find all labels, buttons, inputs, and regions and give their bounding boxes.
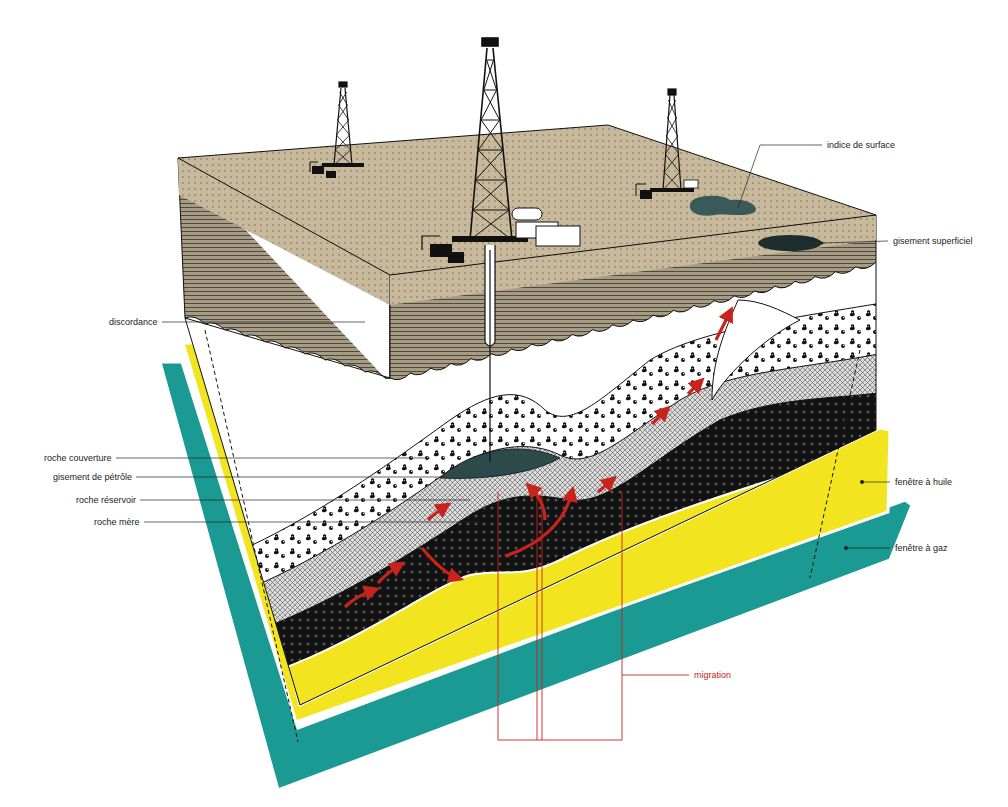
drawing-part bbox=[422, 548, 458, 578]
drawing-part bbox=[844, 546, 848, 550]
surface-seep bbox=[690, 196, 756, 216]
drill-pipe bbox=[485, 245, 495, 462]
callout-label: roche couverture bbox=[44, 453, 112, 464]
callout-label: roche réservoir bbox=[76, 495, 136, 506]
drawing-part bbox=[512, 208, 542, 220]
drawing-part bbox=[470, 48, 512, 240]
drawing-part bbox=[822, 241, 888, 243]
drawing-part bbox=[650, 188, 694, 192]
drawing-part bbox=[668, 89, 676, 95]
surface-slab bbox=[178, 125, 876, 380]
drawing-part bbox=[530, 487, 545, 520]
cap-rock bbox=[150, 300, 900, 800]
callout-label: roche mère bbox=[94, 517, 140, 528]
drawing-part bbox=[652, 410, 666, 424]
drawing-part bbox=[312, 166, 324, 174]
left-derrick bbox=[310, 82, 364, 178]
drawing-part bbox=[505, 492, 572, 556]
drawing-part bbox=[640, 190, 652, 199]
drawing-part bbox=[862, 482, 890, 483]
drawing-part bbox=[473, 60, 509, 210]
drawing-part bbox=[846, 548, 890, 549]
drawing-part bbox=[636, 184, 646, 196]
drawing-part bbox=[664, 100, 681, 190]
drawing-part bbox=[684, 180, 698, 188]
drawing-part bbox=[688, 382, 700, 394]
drawing-part bbox=[144, 522, 480, 523]
drawing-part bbox=[598, 480, 612, 492]
drawing-part bbox=[860, 480, 864, 484]
callout-label: migration bbox=[694, 670, 731, 681]
oil-window-top bbox=[150, 440, 900, 800]
callout-label: fenêtre à gaz bbox=[895, 543, 948, 554]
migration-arrows bbox=[345, 312, 730, 607]
drawing-part bbox=[140, 500, 470, 501]
drawing-part bbox=[334, 88, 352, 165]
drawing-part bbox=[473, 60, 512, 240]
drawing-part bbox=[489, 250, 490, 462]
callout-label: gisement de pétrôle bbox=[53, 472, 132, 483]
drawing-part bbox=[345, 590, 374, 607]
drawing-part bbox=[470, 60, 509, 240]
reservoir-rock bbox=[150, 350, 900, 800]
drawing-part bbox=[422, 236, 440, 250]
drawing-part bbox=[335, 92, 352, 165]
callout-label: gisement superficiel bbox=[893, 236, 973, 247]
drawing-part bbox=[162, 322, 365, 323]
drawing-part bbox=[322, 163, 364, 167]
oil-deposit bbox=[440, 449, 560, 478]
top-face bbox=[178, 125, 876, 275]
drawing-part bbox=[536, 226, 580, 246]
drawing-part bbox=[482, 38, 498, 46]
drawing-part bbox=[716, 312, 730, 340]
drawing-part bbox=[663, 95, 681, 190]
callout-label: indice de surface bbox=[827, 140, 895, 151]
drawing-part bbox=[428, 506, 446, 520]
drawing-part bbox=[136, 477, 445, 478]
drawing-part bbox=[498, 490, 689, 740]
main-derrick bbox=[422, 38, 580, 263]
leader-lines bbox=[116, 145, 890, 548]
drawing-part bbox=[738, 145, 822, 208]
shallow-deposit bbox=[758, 235, 822, 251]
leader-dots bbox=[821, 242, 865, 551]
drawing-part bbox=[378, 565, 400, 583]
drawing-part bbox=[326, 171, 336, 178]
drawing-part bbox=[310, 162, 318, 172]
callout-label: discordance bbox=[109, 317, 158, 328]
drawing-part bbox=[448, 252, 464, 263]
block-hidden-edges bbox=[205, 330, 860, 742]
drawing-part bbox=[116, 458, 430, 459]
callout-label: fenêtre à huile bbox=[895, 477, 952, 488]
drawing-part bbox=[334, 92, 351, 165]
right-derrick bbox=[636, 89, 698, 199]
migration-leaders bbox=[498, 490, 689, 740]
source-rock bbox=[150, 390, 900, 800]
fault-gap bbox=[712, 300, 800, 400]
drawing-part bbox=[663, 100, 680, 190]
drawing-part bbox=[339, 82, 347, 87]
drawing-part bbox=[821, 242, 824, 245]
